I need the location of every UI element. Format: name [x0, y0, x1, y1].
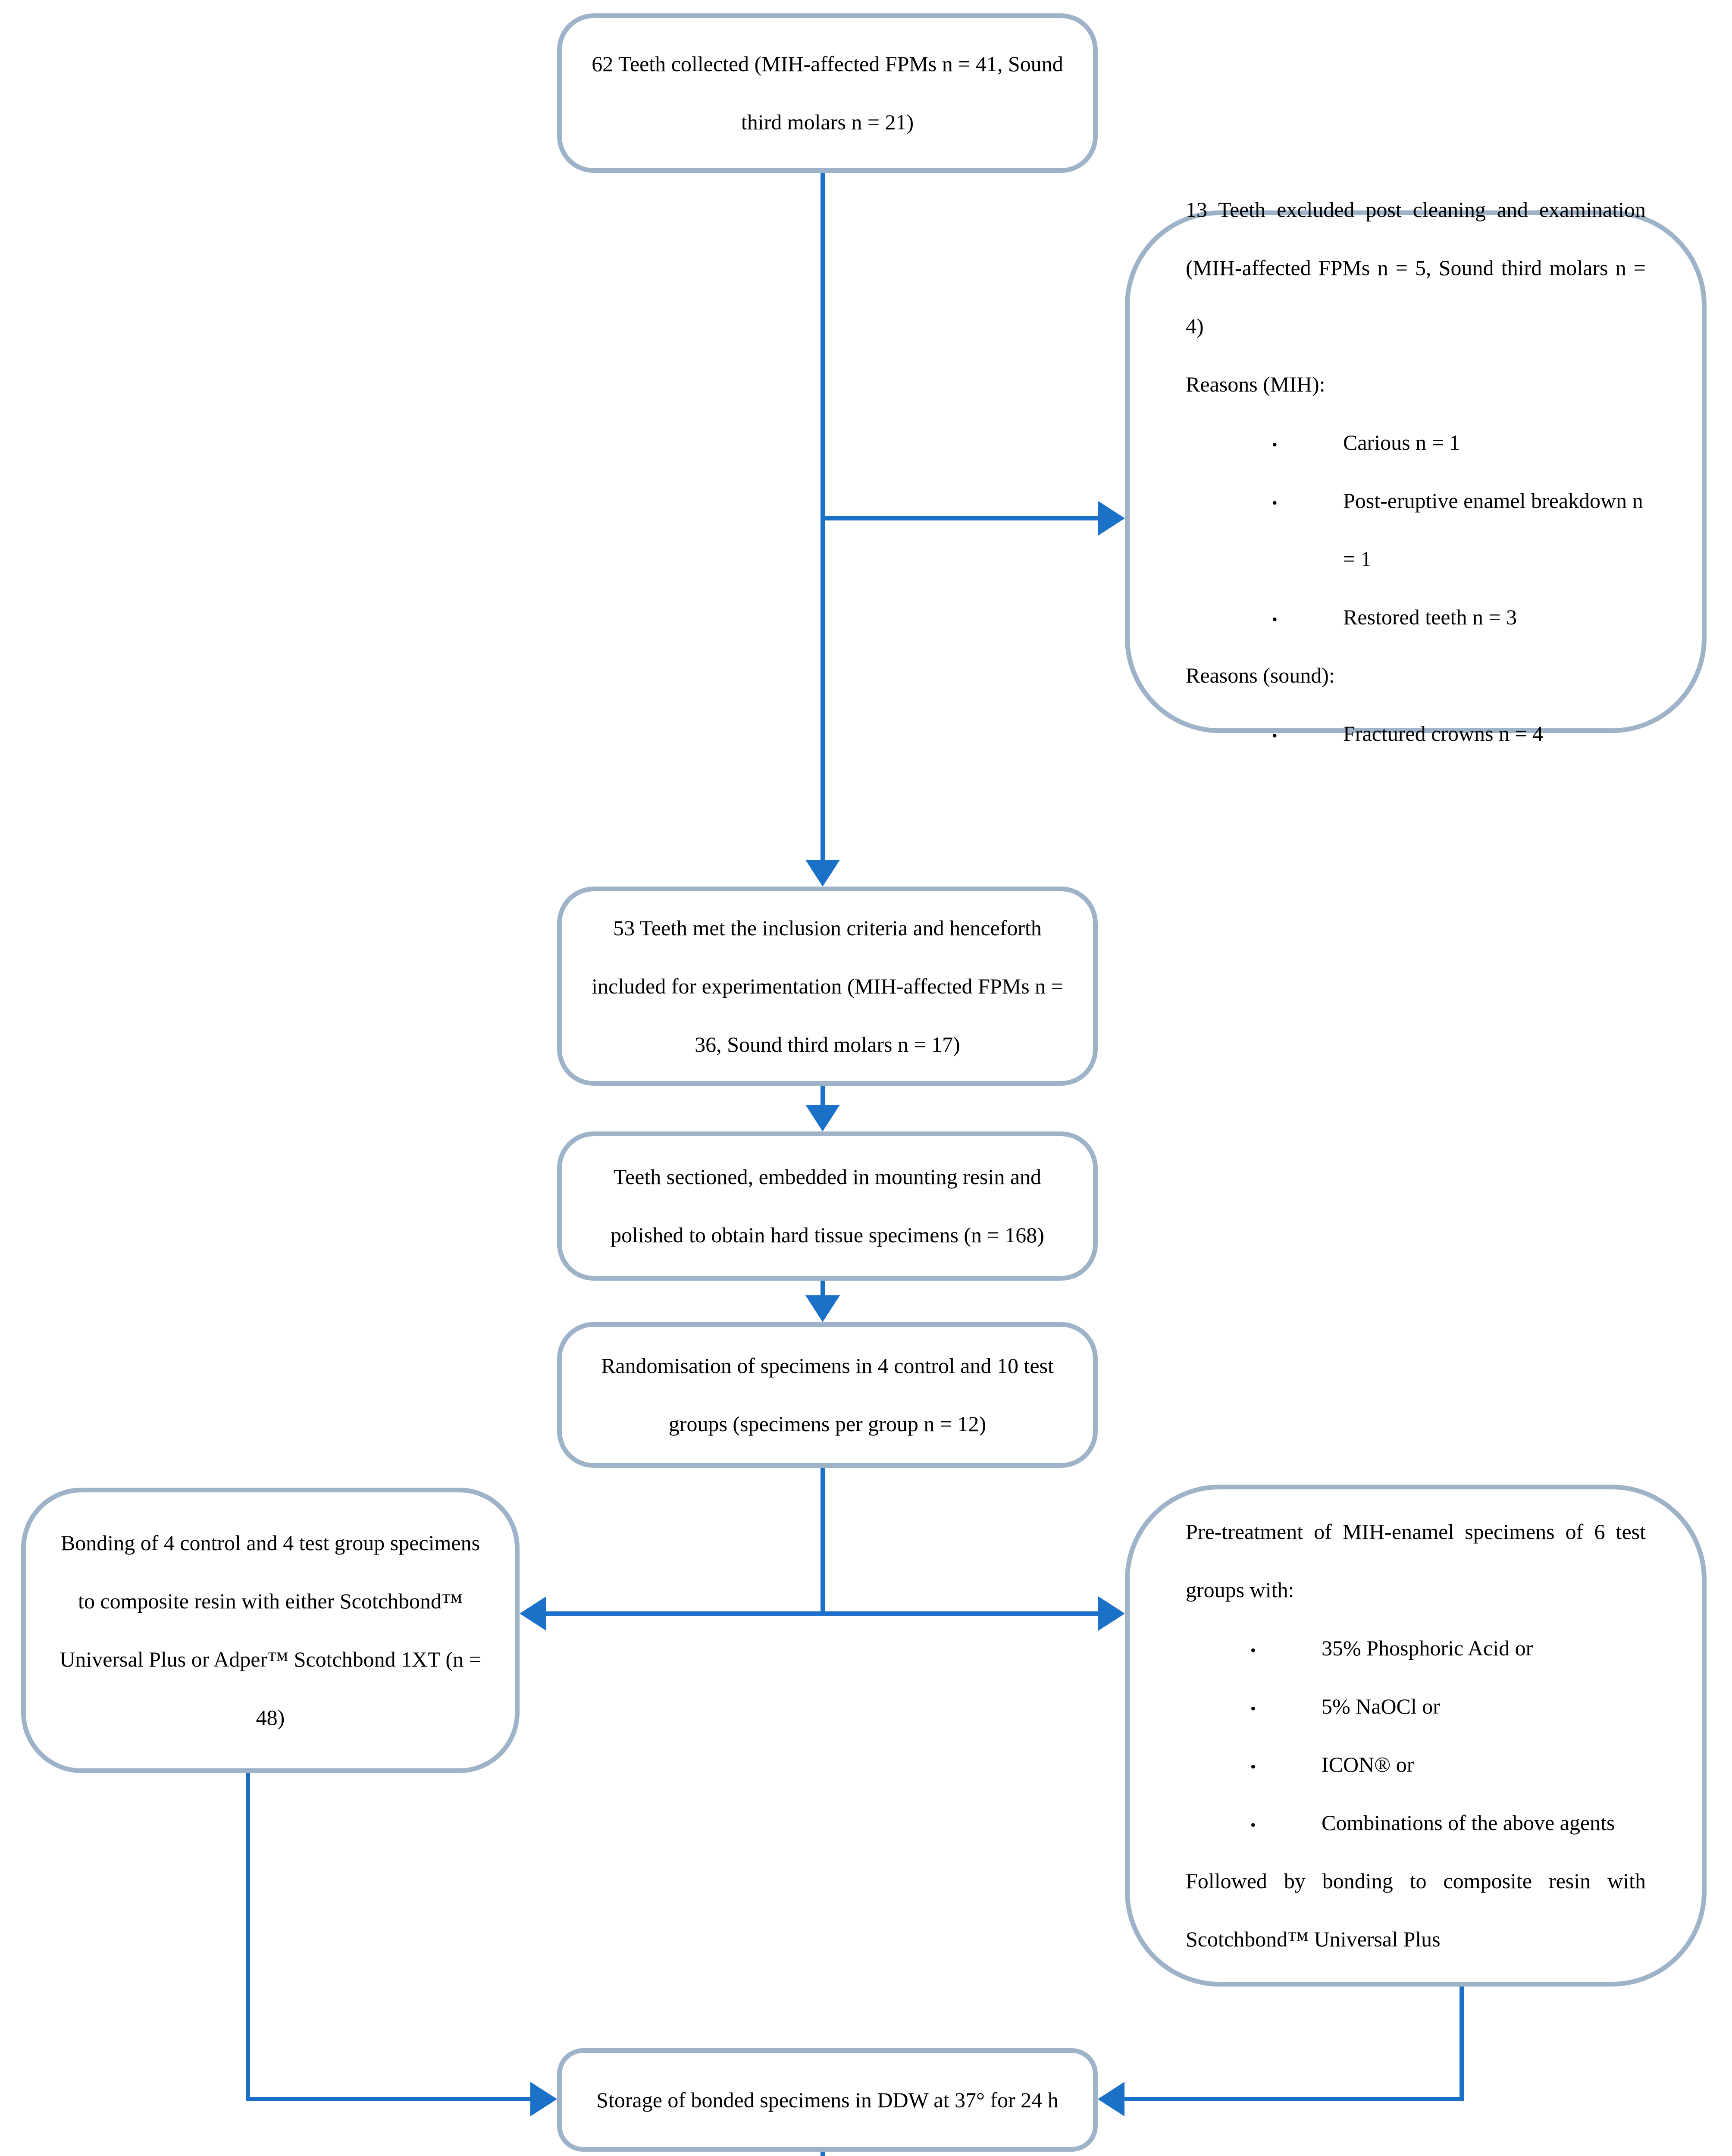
node-randomisation-text: Randomisation of specimens in 4 control …	[601, 1354, 1054, 1436]
bullet-icon: •	[1272, 494, 1278, 511]
node-inclusion-criteria-text: 53 Teeth met the inclusion criteria and …	[592, 915, 1063, 1056]
node-storage: Storage of bonded specimens in DDW at 37…	[557, 2048, 1098, 2152]
list-item: • Combinations of the above agents	[1186, 1794, 1646, 1852]
pretreatment-agent-3: ICON® or	[1322, 1752, 1414, 1777]
excluded-reasons-mih-label: Reasons (MIH):	[1186, 372, 1325, 396]
pretreatment-agent-4: Combinations of the above agents	[1322, 1811, 1615, 1835]
node-randomisation: Randomisation of specimens in 4 control …	[557, 1322, 1098, 1468]
pretreatment-agent-1: 35% Phosphoric Acid or	[1322, 1636, 1533, 1660]
node-teeth-excluded: 13 Teeth excluded post cleaning and exam…	[1125, 197, 1707, 746]
excluded-reason-sound-1: Fractured crowns n = 4	[1343, 721, 1544, 746]
connector-branch-excluded	[823, 516, 1099, 520]
bullet-icon: •	[1272, 436, 1278, 453]
connector-bonding-storage	[246, 2097, 530, 2101]
node-storage-text: Storage of bonded specimens in DDW at 37…	[596, 2087, 1059, 2112]
connector-included-sectioned	[821, 1086, 825, 1106]
connector-sectioned-randomisation	[821, 1281, 825, 1296]
list-item: • Restored teeth n = 3	[1186, 588, 1646, 646]
arrowhead-into-pretreatment	[1098, 1596, 1125, 1631]
arrowhead-into-included	[805, 860, 840, 887]
arrowhead-into-excluded	[1098, 501, 1125, 536]
bullet-icon: •	[1272, 727, 1278, 744]
bullet-icon: •	[1250, 1642, 1256, 1659]
pretreatment-agent-2: 5% NaOCl or	[1322, 1694, 1440, 1718]
arrowhead-into-storage-left	[530, 2082, 557, 2116]
node-bonding-text: Bonding of 4 control and 4 test group sp…	[60, 1531, 481, 1730]
node-inclusion-criteria: 53 Teeth met the inclusion criteria and …	[557, 887, 1098, 1086]
list-item: • 5% NaOCl or	[1186, 1677, 1646, 1736]
node-teeth-collected-text: 62 Teeth collected (MIH-affected FPMs n …	[592, 52, 1063, 134]
list-item: • Carious n = 1	[1186, 414, 1646, 472]
list-item: • 35% Phosphoric Acid or	[1186, 1619, 1646, 1677]
bullet-icon: •	[1250, 1758, 1256, 1775]
node-teeth-sectioned: Teeth sectioned, embedded in mounting re…	[557, 1131, 1098, 1281]
connector-pretreatment-storage	[1124, 2097, 1464, 2101]
node-bonding: Bonding of 4 control and 4 test group sp…	[21, 1488, 520, 1773]
arrowhead-into-bonding	[520, 1596, 546, 1631]
node-teeth-sectioned-text: Teeth sectioned, embedded in mounting re…	[611, 1165, 1044, 1247]
bullet-icon: •	[1250, 1816, 1256, 1833]
connector-pretreatment-down	[1460, 1987, 1464, 2101]
pretreatment-intro-text: Pre-treatment of MIH-enamel specimens of…	[1186, 1520, 1646, 1602]
connector-storage-testing	[821, 2152, 825, 2156]
connector-bonding-down	[246, 1773, 250, 2101]
excluded-reasons-sound-label: Reasons (sound):	[1186, 663, 1335, 687]
bullet-icon: •	[1250, 1700, 1256, 1717]
bullet-icon: •	[1272, 611, 1278, 628]
excluded-reason-mih-3: Restored teeth n = 3	[1343, 605, 1517, 629]
connector-split-horizontal	[546, 1611, 1099, 1616]
node-pretreatment: Pre-treatment of MIH-enamel specimens of…	[1125, 1485, 1707, 1987]
list-item: • Post-eruptive enamel breakdown n = 1	[1186, 472, 1646, 588]
excluded-reason-mih-1: Carious n = 1	[1343, 430, 1460, 454]
connector-randomisation-split	[821, 1468, 825, 1616]
list-item: • Fractured crowns n = 4	[1186, 705, 1646, 763]
list-item: • ICON® or	[1186, 1736, 1646, 1794]
arrowhead-into-storage-right	[1098, 2082, 1124, 2116]
arrowhead-into-randomisation	[805, 1295, 840, 1322]
excluded-intro-text: 13 Teeth excluded post cleaning and exam…	[1186, 197, 1646, 338]
excluded-reason-mih-2: Post-eruptive enamel breakdown n = 1	[1343, 489, 1643, 571]
node-teeth-collected: 62 Teeth collected (MIH-affected FPMs n …	[557, 13, 1098, 173]
arrowhead-into-sectioned	[805, 1105, 840, 1131]
pretreatment-outro-text: Followed by bonding to composite resin w…	[1186, 1869, 1646, 1951]
